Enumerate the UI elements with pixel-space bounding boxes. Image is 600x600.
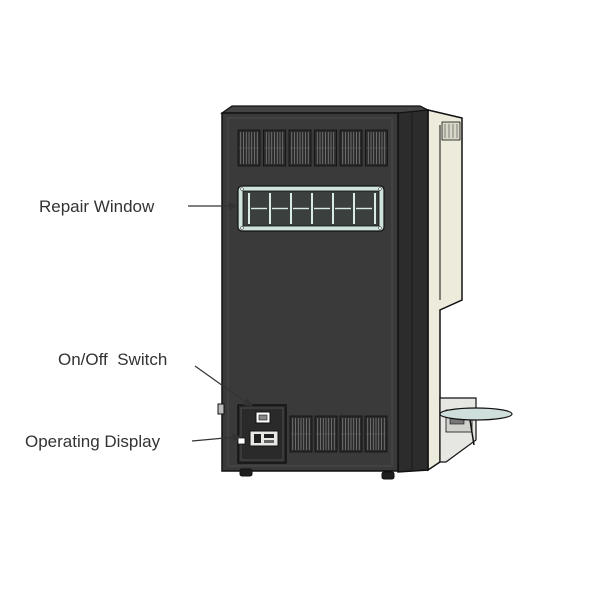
feet: [217, 403, 395, 480]
vent-panel: [365, 129, 388, 167]
vent-panel: [288, 129, 312, 167]
vent-panel: [339, 415, 363, 453]
operating-display-label: Operating Display: [25, 432, 161, 451]
vent-panel: [364, 415, 388, 453]
callout-leaders: [188, 201, 254, 442]
top-vent-grille: [237, 129, 388, 167]
repair-window-label: Repair Window: [39, 197, 155, 216]
control-box: [237, 404, 287, 464]
on-off-switch[interactable]: [255, 411, 271, 424]
vent-panel: [237, 129, 261, 167]
base-tray: [439, 397, 513, 463]
vent-panel: [314, 129, 337, 167]
on-off-switch-label: On/Off Switch: [58, 350, 168, 369]
vent-panel: [339, 129, 363, 167]
vent-panel: [289, 415, 313, 453]
repair-window[interactable]: [237, 185, 385, 232]
operating-display: [249, 430, 279, 447]
vent-panel: [314, 415, 338, 453]
repair-window-slats: [248, 193, 376, 224]
cabinet-top: [220, 105, 431, 114]
vent-panel: [263, 129, 286, 167]
cabinet-side: [397, 109, 429, 473]
bottom-vent-grille: [289, 415, 388, 453]
